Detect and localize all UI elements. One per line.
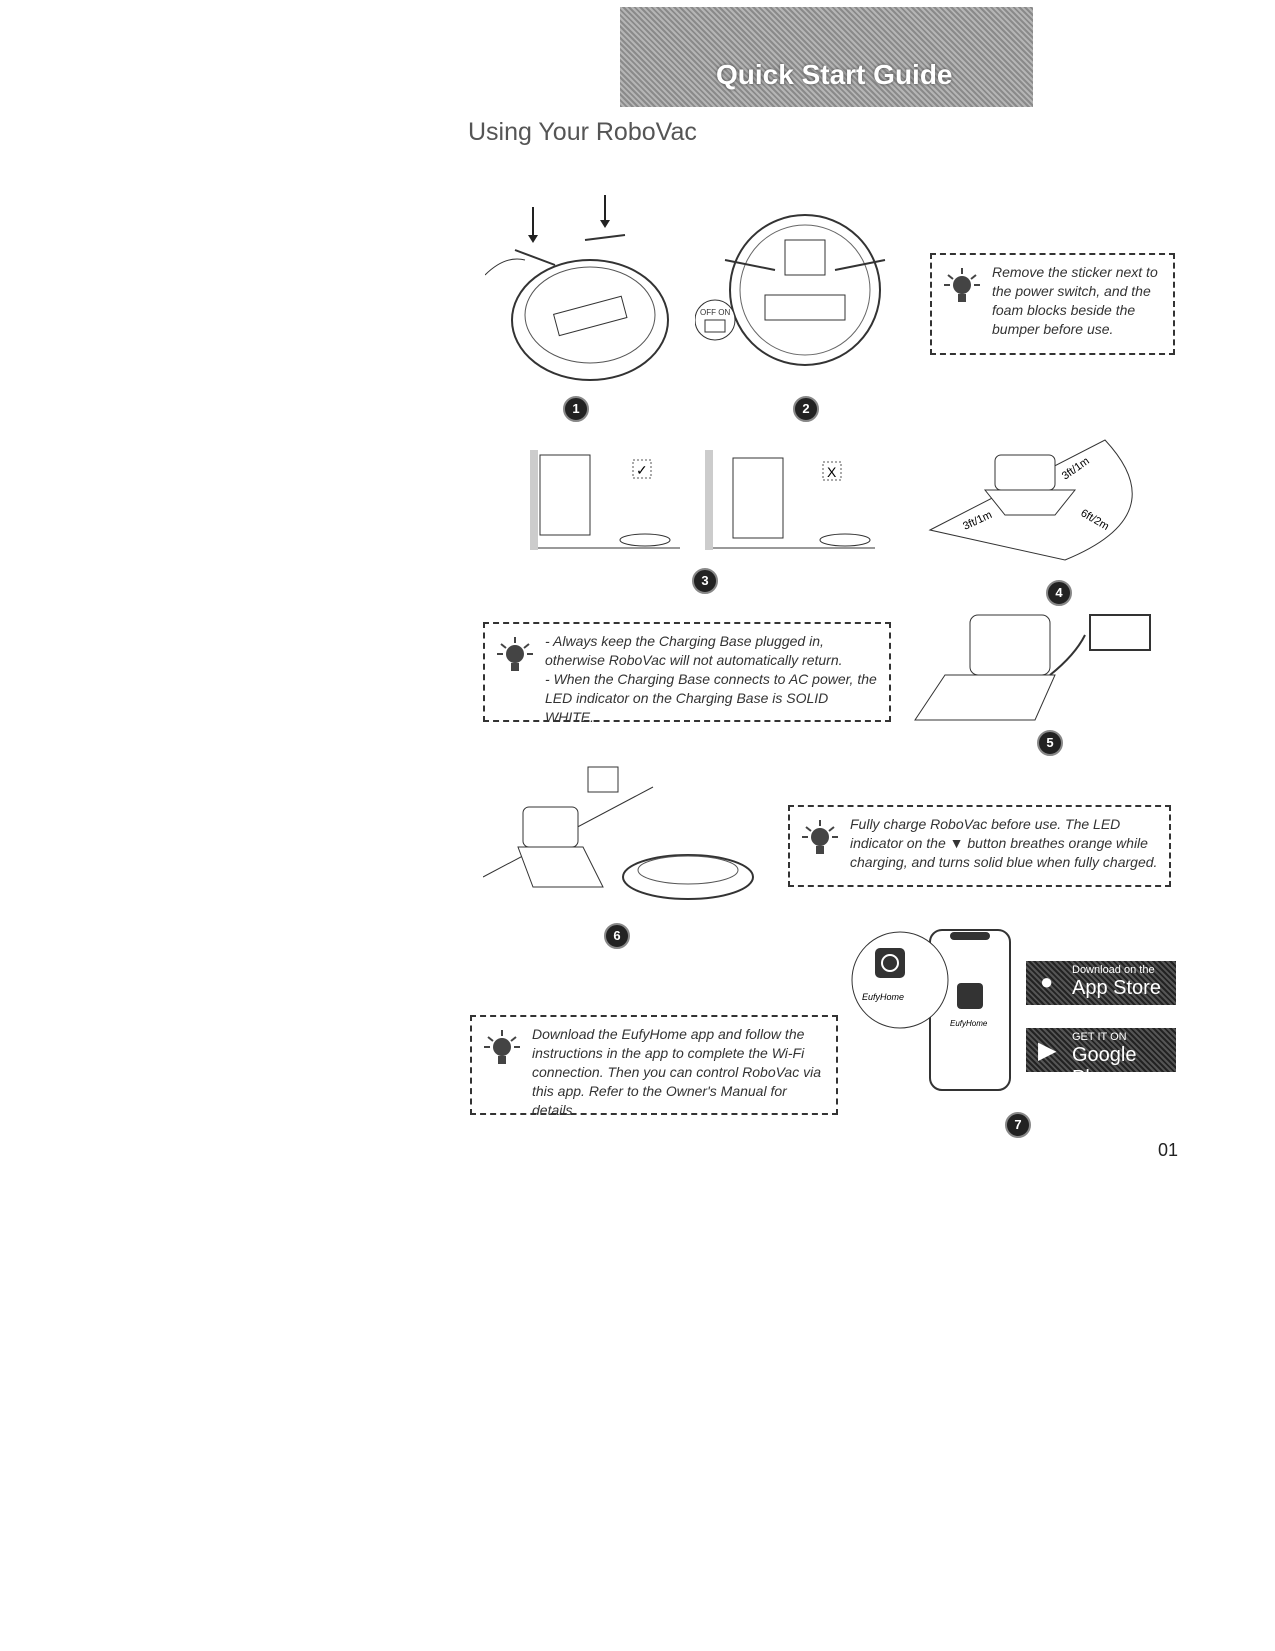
step-number-3: 3: [692, 568, 718, 594]
distance-label-side: 3ft/1m: [1060, 455, 1092, 482]
lightbulb-icon: [484, 1030, 520, 1064]
base-placement-wrong-illustration: X: [705, 450, 875, 550]
tip-text-line-1: - Always keep the Charging Base plugged …: [545, 633, 843, 668]
base-placement-correct-illustration: ✓: [530, 450, 680, 550]
tip-text: Download the EufyHome app and follow the…: [532, 1026, 821, 1118]
charge-button-icon: ▼: [949, 835, 964, 851]
google-play-icon: ▶: [1038, 1037, 1057, 1064]
tip-text-part-2: button breathes orange while charging, a…: [850, 835, 1158, 870]
step-number-6: 6: [604, 923, 630, 949]
check-icon: ✓: [636, 462, 648, 478]
app-name-label: EufyHome: [862, 992, 904, 1002]
lightbulb-icon: [944, 268, 980, 302]
step-number-5: 5: [1037, 730, 1063, 756]
base-plugged-illustration: [914, 614, 1151, 721]
step-number-1: 1: [563, 396, 589, 422]
app-store-main: App Store: [1072, 977, 1161, 999]
cross-icon: X: [827, 464, 837, 480]
distance-label-left: 3ft/1m: [961, 509, 994, 533]
tip-text-part-1: Fully charge RoboVac before use. The LED…: [850, 816, 1121, 851]
tip-charging-base: - Always keep the Charging Base plugged …: [483, 622, 891, 725]
tip-text-line-2: - When the Charging Base connects to AC …: [545, 671, 877, 725]
google-play-top: GET IT ON: [1072, 1031, 1127, 1043]
page-title: Using Your RoboVac: [468, 118, 697, 146]
robot-bottom-illustration-2: OFF ON: [695, 214, 886, 366]
app-store-top: Download on the: [1072, 964, 1155, 976]
apple-icon: ●: [1040, 969, 1054, 994]
lightbulb-icon: [497, 637, 533, 671]
tip-remove-sticker: Remove the sticker next to the power swi…: [930, 253, 1175, 355]
tip-text: Remove the sticker next to the power swi…: [992, 264, 1158, 337]
distance-label-front: 6ft/2m: [1079, 507, 1111, 533]
page-number: 01: [1158, 1140, 1179, 1160]
clearance-illustration: 3ft/1m 3ft/1m 6ft/2m: [928, 439, 1133, 561]
robot-bottom-illustration-1: [485, 195, 669, 381]
banner-title: Quick Start Guide: [716, 59, 953, 90]
tip-full-charge: Fully charge RoboVac before use. The LED…: [788, 805, 1171, 887]
google-play-main: Google Play: [1072, 1044, 1137, 1089]
header-banner: Quick Start Guide: [620, 7, 1033, 107]
power-switch-label: OFF ON: [700, 308, 730, 317]
step-number-7: 7: [1005, 1112, 1031, 1138]
step-number-2: 2: [793, 396, 819, 422]
app-name-phone-label: EufyHome: [950, 1019, 988, 1028]
lightbulb-icon: [802, 820, 838, 854]
robot-docking-illustration: [483, 766, 754, 900]
step-number-4: 4: [1046, 580, 1072, 606]
tip-download-app: Download the EufyHome app and follow the…: [470, 1015, 838, 1118]
